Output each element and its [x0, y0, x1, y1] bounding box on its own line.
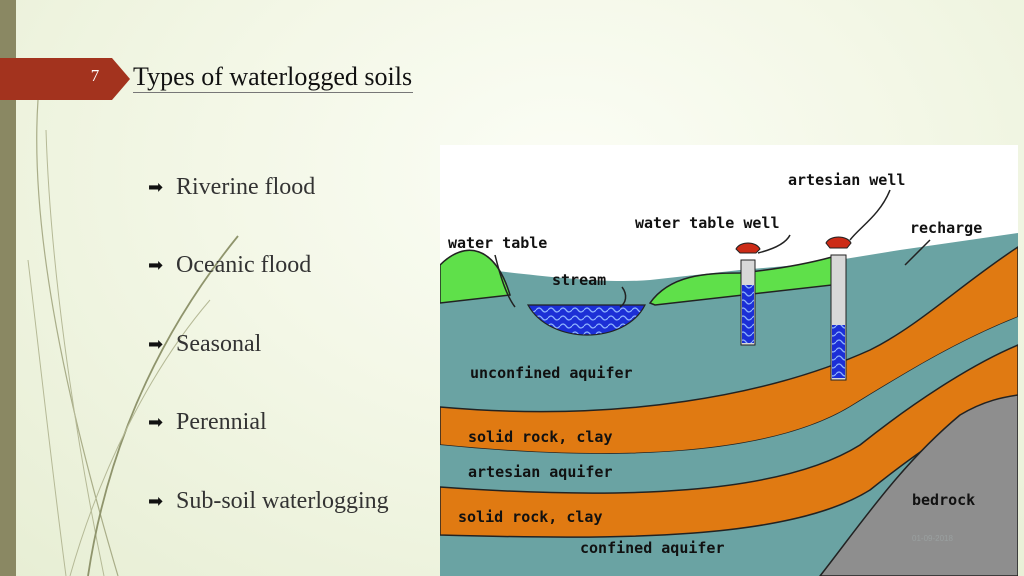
water-table-well-pump-icon: [735, 242, 761, 254]
bullet-label: Riverine flood: [176, 173, 316, 200]
recharge-arrow: [904, 239, 931, 266]
artesian-well-water: [832, 325, 845, 378]
bullet-item: ➡ Seasonal: [148, 305, 389, 384]
arrow-right-icon: ➡: [148, 333, 164, 355]
slide-number: 7: [90, 66, 100, 85]
stream-water: [526, 304, 646, 336]
groundwater-diagram: water table stream water table well arte…: [440, 145, 1018, 576]
water-table-well-water: [742, 285, 754, 343]
slide-date: 01-09-2018: [912, 534, 953, 543]
label-artesian-aquifer: artesian aquifer: [468, 463, 613, 481]
bullet-label: Seasonal: [176, 330, 262, 357]
bedrock-layer: [819, 394, 1018, 576]
label-solid-rock-clay-2: solid rock, clay: [458, 508, 603, 526]
label-confined-aquifer: confined aquifer: [580, 539, 725, 557]
stream-arrow: [619, 286, 627, 308]
label-recharge: recharge: [910, 219, 982, 237]
bullet-item: ➡ Sub-soil waterlogging: [148, 462, 389, 541]
bullet-label: Perennial: [176, 409, 267, 436]
arrow-right-icon: ➡: [148, 490, 164, 512]
left-accent-bar: [0, 0, 16, 576]
title-underline: [133, 92, 413, 93]
label-stream: stream: [552, 271, 606, 289]
water-table-well-arrow: [757, 234, 791, 254]
bullet-list: ➡ Riverine flood ➡ Oceanic flood ➡ Seasonal…: [148, 148, 389, 541]
water-table-arrow: [494, 254, 516, 308]
bullet-label: Oceanic flood: [176, 252, 312, 279]
label-water-table-well: water table well: [635, 214, 780, 232]
label-water-table: water table: [448, 234, 547, 252]
slide-number-badge: [0, 58, 130, 100]
bullet-item: ➡ Oceanic flood: [148, 227, 389, 306]
bullet-item: ➡ Perennial: [148, 384, 389, 463]
bullet-item: ➡ Riverine flood: [148, 148, 389, 227]
artesian-aquifer-layer: [440, 317, 1018, 494]
label-solid-rock-clay-1: solid rock, clay: [468, 428, 613, 446]
arrow-right-icon: ➡: [148, 176, 164, 198]
hill-left: [440, 249, 511, 304]
bullet-label: Sub-soil waterlogging: [176, 487, 389, 514]
decorative-curves: [27, 99, 239, 576]
slide-title: Types of waterlogged soils: [133, 62, 413, 91]
artesian-well-pump-icon: [825, 236, 852, 249]
arrow-right-icon: ➡: [148, 255, 164, 277]
artesian-well-arrow: [849, 189, 891, 241]
label-unconfined-aquifer: unconfined aquifer: [470, 364, 633, 382]
clay-layer-1: [440, 246, 1018, 455]
arrow-right-icon: ➡: [148, 412, 164, 434]
label-artesian-well: artesian well: [788, 171, 905, 189]
label-bedrock: bedrock: [912, 491, 975, 509]
